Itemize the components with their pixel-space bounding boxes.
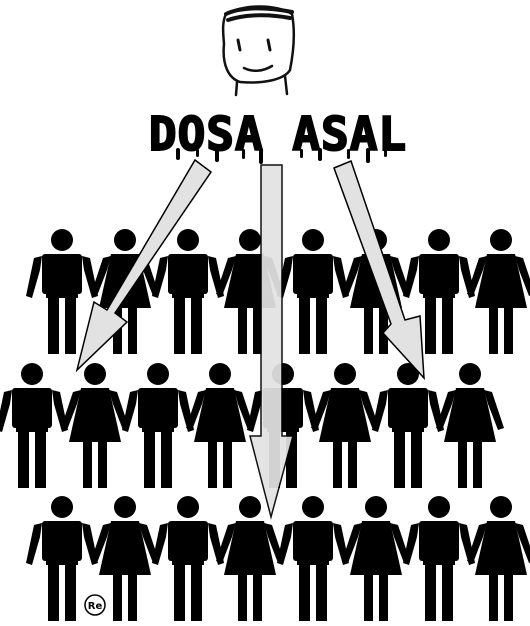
female-stick-figure-icon [216,496,284,621]
male-stick-figure-icon [152,496,224,621]
male-stick-figure-icon [122,363,194,488]
face-sketch-icon [223,7,294,96]
female-stick-figure-icon [186,363,254,488]
female-stick-figure-icon [467,229,530,354]
female-stick-figure-icon [436,363,504,488]
watermark-text: Re [88,601,103,612]
male-stick-figure-icon [372,363,444,488]
female-stick-figure-icon [61,363,129,488]
female-stick-figure-icon [342,496,410,621]
male-stick-figure-icon [152,229,224,354]
female-stick-figure-icon [311,363,379,488]
male-stick-figure-icon [403,496,475,621]
watermark-icon: Re [85,595,105,615]
male-stick-figure-icon [277,229,349,354]
female-stick-figure-icon [467,496,530,621]
male-stick-figure-icon [277,496,349,621]
male-stick-figure-icon [0,363,68,488]
title-group: DOSA ASAL [149,107,407,164]
